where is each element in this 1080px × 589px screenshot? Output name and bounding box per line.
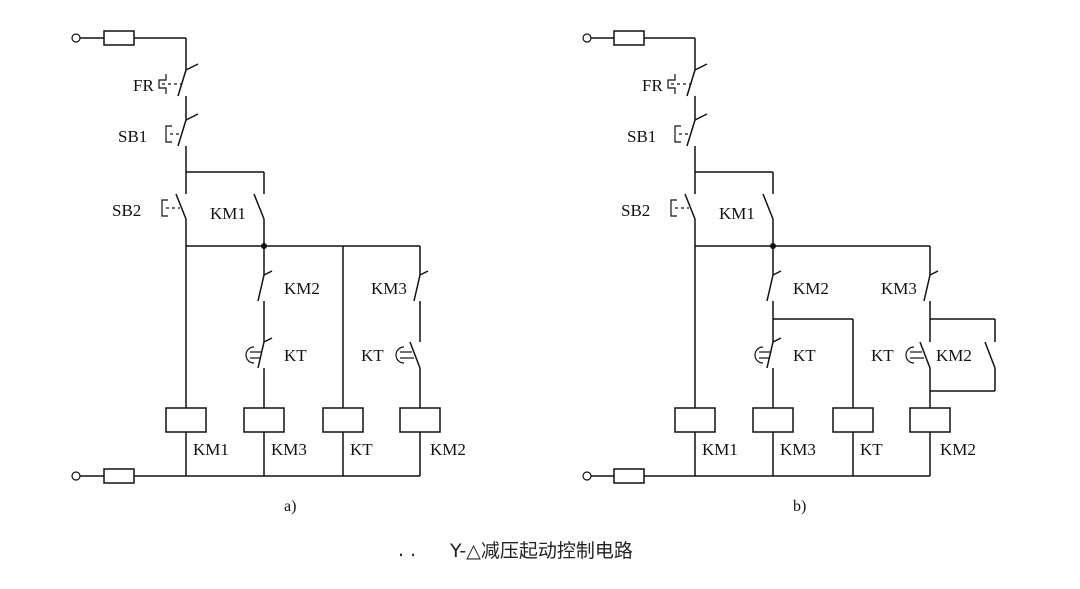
km2-nc-contact <box>257 270 273 342</box>
km1-hold-contact <box>253 193 265 246</box>
label-coil-km2: KM2 <box>430 440 466 459</box>
diagram-a: FR SB1 SB2 KM1 <box>71 30 466 515</box>
label-sb1: SB1 <box>627 127 656 146</box>
sb2-contact <box>670 193 696 246</box>
timer-delay-icon <box>905 346 915 364</box>
km3-nc-contact <box>923 270 939 342</box>
km3-nc-contact <box>413 270 429 342</box>
kt-no-timed-contact <box>395 341 421 408</box>
label-coil-km1: KM1 <box>193 440 229 459</box>
fuse-top <box>613 30 645 46</box>
km2-parallel-contact <box>930 318 996 392</box>
pushbutton-icon <box>670 199 677 217</box>
diagram-b: FR SB1 SB2 KM1 <box>582 30 996 515</box>
coil-kt <box>832 407 874 433</box>
sb1-contact <box>674 113 708 172</box>
fuse-bottom <box>613 468 645 484</box>
label-kt-contact-left: KT <box>793 346 816 365</box>
coil-km2 <box>399 407 441 433</box>
figure-title: Y-△减压起动控制电路 <box>449 540 633 562</box>
label-sb2: SB2 <box>621 201 650 220</box>
fuse-bottom <box>103 468 135 484</box>
caption-b: b) <box>793 498 806 515</box>
pushbutton-icon <box>674 125 681 143</box>
fr-contact <box>158 63 199 120</box>
supply-terminal-bottom <box>582 471 592 481</box>
label-kt-contact-right: KT <box>361 346 384 365</box>
thermal-relay-icon <box>158 74 167 94</box>
coil-km1 <box>674 407 716 433</box>
label-sb2: SB2 <box>112 201 141 220</box>
label-fr: FR <box>133 76 154 95</box>
caption-dots: . . <box>398 539 416 561</box>
supply-terminal-bottom <box>71 471 81 481</box>
label-km1-contact: KM1 <box>210 204 246 223</box>
label-km1-contact: KM1 <box>719 204 755 223</box>
sb2-contact <box>161 193 187 246</box>
coil-kt <box>322 407 364 433</box>
kt-nc-timed-contact <box>754 337 782 408</box>
label-kt-contact-right: KT <box>871 346 894 365</box>
coil-km2 <box>909 407 951 433</box>
km2-nc-contact <box>766 270 782 342</box>
coil-km1 <box>165 407 207 433</box>
label-km2-parallel: KM2 <box>936 346 972 365</box>
label-km3-contact: KM3 <box>371 279 407 298</box>
km1-hold-contact <box>762 193 774 246</box>
label-fr: FR <box>642 76 663 95</box>
pushbutton-icon <box>161 199 168 217</box>
label-kt-contact-left: KT <box>284 346 307 365</box>
coil-km3 <box>752 407 794 433</box>
fuse-top <box>103 30 135 46</box>
label-coil-km3: KM3 <box>271 440 307 459</box>
coil-km3 <box>243 407 285 433</box>
label-coil-km3: KM3 <box>780 440 816 459</box>
label-km3-contact: KM3 <box>881 279 917 298</box>
kt-no-timed-contact <box>905 341 931 408</box>
supply-terminal-top <box>582 33 592 43</box>
timer-delay-icon <box>754 346 764 364</box>
label-km2-contact: KM2 <box>793 279 829 298</box>
thermal-relay-icon <box>667 74 676 94</box>
label-coil-kt: KT <box>860 440 883 459</box>
timer-delay-icon <box>395 346 405 364</box>
fr-contact <box>667 63 708 120</box>
caption-a: a) <box>284 498 296 515</box>
label-km2-contact: KM2 <box>284 279 320 298</box>
label-coil-kt: KT <box>350 440 373 459</box>
pushbutton-icon <box>165 125 172 143</box>
sb1-contact <box>165 113 199 172</box>
timer-delay-icon <box>245 346 255 364</box>
label-coil-km1: KM1 <box>702 440 738 459</box>
supply-terminal-top <box>71 33 81 43</box>
label-sb1: SB1 <box>118 127 147 146</box>
kt-nc-timed-contact <box>245 337 273 408</box>
label-coil-km2: KM2 <box>940 440 976 459</box>
